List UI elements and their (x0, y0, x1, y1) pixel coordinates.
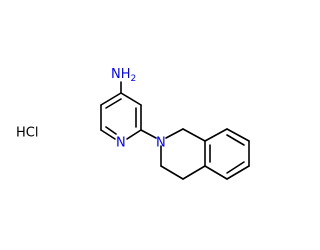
amine-subscript: 2 (131, 74, 137, 84)
bond-c8a-c8 (204, 128, 228, 142)
bond-c2-n1 (126, 129, 142, 140)
chemical-structure-diagram: NH2 N N HCl (16, 67, 250, 180)
bond-c8-c7 (226, 128, 250, 142)
hydrochloride-label: HCl (16, 126, 38, 141)
bond-c8-c7-inner (226, 134, 245, 146)
amine-label: NH2 (111, 67, 136, 84)
bond-c5-c4a (204, 165, 228, 180)
bond-n1-c6-inner (105, 126, 117, 135)
bond-n1-c6 (100, 129, 116, 140)
amine-text: NH (111, 67, 131, 82)
bond-n2-c1 (165, 128, 184, 139)
bond-c1-c8a (182, 128, 206, 142)
bond-c4-c3 (120, 92, 142, 106)
bond-c6-c5-inner (226, 161, 245, 174)
bond-c4a-c4 (182, 165, 206, 180)
pyridine-nitrogen-label: N (116, 136, 126, 151)
bond-c4-c3 (160, 165, 184, 180)
bond-c5-c4-inner (105, 98, 122, 109)
bond-c2-n2 (140, 129, 157, 139)
bond-c6-c5 (226, 165, 250, 180)
bond-c5-c4 (100, 92, 122, 106)
isoquinoline-nitrogen-label: N (156, 136, 166, 151)
